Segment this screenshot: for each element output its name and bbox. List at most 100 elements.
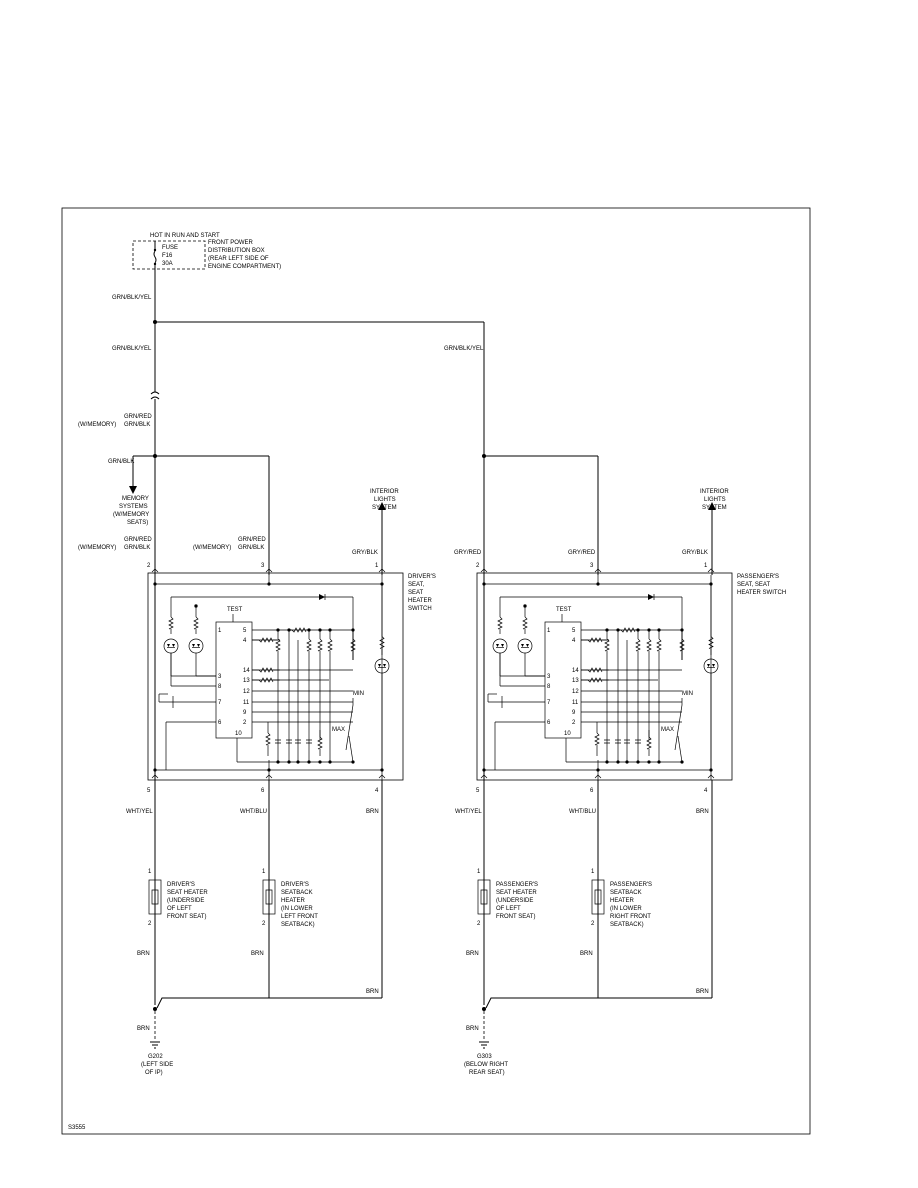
resistor-icon <box>620 627 636 633</box>
fuse-box <box>132 240 206 270</box>
switch-label: HEATER <box>408 598 433 604</box>
test-label: TEST <box>556 607 572 613</box>
wire-label: (W/MEMORY) <box>78 422 116 428</box>
junction-dot <box>153 582 157 586</box>
ground-label: G303 <box>477 1054 492 1060</box>
heater-label: SEATBACK <box>610 890 642 896</box>
heater-label: SEAT HEATER <box>167 890 208 896</box>
wire-label: BRN <box>137 951 150 957</box>
diode-icon <box>167 644 175 647</box>
wire-label: GRN/BLK/YEL <box>112 346 152 352</box>
switch-label: SEAT, SEAT <box>737 582 770 588</box>
resistor-icon <box>708 636 714 649</box>
resistor-icon <box>258 667 274 673</box>
wire-label: WHT/YEL <box>126 809 153 815</box>
wire-label: GRY/RED <box>568 550 596 556</box>
splice <box>153 1007 157 1011</box>
heater-label: HEATER <box>610 898 635 904</box>
wire-label: (W/MEMORY) <box>193 545 231 551</box>
pin-number: 6 <box>590 788 594 794</box>
heater-label: DRIVER'S <box>167 882 195 888</box>
led-icon <box>492 638 508 654</box>
interior-lights-label-3: SYSTEM <box>702 505 727 511</box>
resistor-icon <box>275 638 281 652</box>
ic-pin-number: 12 <box>572 689 579 695</box>
ground-label: OF IP) <box>145 1070 163 1076</box>
ic-pin-number: 5 <box>572 628 576 634</box>
power-label: HOT IN RUN AND START <box>150 233 220 239</box>
fuse-title: FUSE <box>162 245 178 251</box>
ic-pin-number: 3 <box>547 674 551 680</box>
seat-heater-icon <box>262 879 276 915</box>
ground-label: REAR SEAT) <box>469 1070 505 1076</box>
wire-label: GRY/BLK <box>682 550 708 556</box>
heater-label: SEAT HEATER <box>496 890 537 896</box>
seat-heater-icon <box>591 879 605 915</box>
heater-label: (IN LOWER <box>281 906 313 912</box>
fuse-location-2: DISTRIBUTION BOX <box>208 248 265 254</box>
switch-label: SEAT <box>408 590 424 596</box>
interior-lights-label-3: SYSTEM <box>372 505 397 511</box>
test-label: TEST <box>227 607 243 613</box>
ic-pin-number: 1 <box>547 628 551 634</box>
ic-pin-number: 4 <box>572 638 576 644</box>
connector-icon <box>594 568 602 573</box>
junction-dot <box>318 760 322 764</box>
pin-number: 5 <box>147 788 151 794</box>
junction-dot <box>647 760 651 764</box>
resistor-icon <box>594 732 600 746</box>
wire-label: BRN <box>696 989 709 995</box>
resistor-icon <box>522 616 528 630</box>
connector-icon <box>480 568 488 573</box>
diode-icon <box>319 594 325 600</box>
interior-lights-label-1: INTERIOR <box>700 489 729 495</box>
ic-pin-number: 11 <box>243 700 250 706</box>
resistor-icon <box>258 637 274 643</box>
wire-label: GRN/BLK <box>124 422 150 428</box>
seat-heater-icon <box>477 879 491 915</box>
resistor-icon <box>317 736 323 750</box>
wire-label: GRN/BLK <box>124 545 150 551</box>
pin-number: 2 <box>476 563 480 569</box>
memory-label-4: SEATS) <box>127 520 148 526</box>
wire-label: BRN <box>466 1026 479 1032</box>
wire-label: BRN <box>366 809 379 815</box>
connector-icon <box>151 568 159 573</box>
junction-dot <box>328 760 332 764</box>
pin-number: 2 <box>148 921 152 927</box>
ic-pin-number: 6 <box>218 720 222 726</box>
resistor-icon <box>291 627 307 633</box>
ic-pin-number: 2 <box>572 720 576 726</box>
pin-number: 6 <box>261 788 265 794</box>
heater-label: (UNDERSIDE <box>496 898 533 904</box>
junction-dot <box>267 582 271 586</box>
diode-icon <box>521 644 529 647</box>
resistor-icon <box>327 638 333 652</box>
ground-icon <box>479 1041 489 1049</box>
wire-label: GRN/RED <box>124 537 152 543</box>
wire-label: GRN/BLK/YEL <box>444 346 484 352</box>
diagram-frame <box>61 207 811 1135</box>
wire-label: BRN <box>466 951 479 957</box>
ic-pin-number: 12 <box>243 689 250 695</box>
pin-number: 2 <box>262 921 266 927</box>
pin-number: 1 <box>477 869 481 875</box>
interior-lights-label-1: INTERIOR <box>370 489 399 495</box>
fuse-location-3: (REAR LEFT SIDE OF <box>208 256 269 262</box>
pin-number: 1 <box>262 869 266 875</box>
wire-label: BRN <box>251 951 264 957</box>
diode-icon <box>648 594 654 600</box>
wire <box>348 735 354 763</box>
pin-number: 4 <box>704 788 708 794</box>
led-icon <box>517 638 533 654</box>
min-label: MIN <box>682 691 693 697</box>
diode-icon <box>192 644 200 647</box>
wire <box>677 735 683 763</box>
junction-dot <box>596 768 600 772</box>
resistor-icon <box>656 638 662 652</box>
connector-icon <box>265 568 273 573</box>
pin-number: 1 <box>591 869 595 875</box>
arrow-icon <box>129 486 137 494</box>
